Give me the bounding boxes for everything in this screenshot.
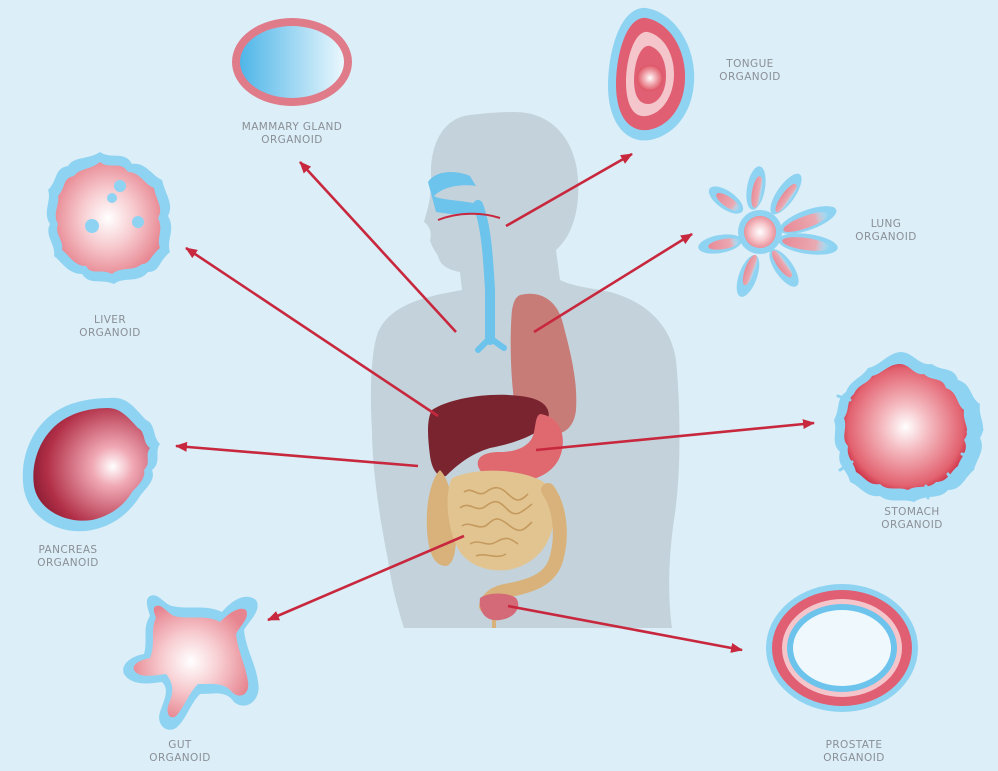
mammary-gland-label: MAMMARY GLAND ORGANOID — [212, 121, 372, 147]
mammary-label-line1: MAMMARY GLAND — [212, 121, 372, 134]
stomach-label-line1: STOMACH — [832, 506, 992, 519]
prostate-label-line2: ORGANOID — [774, 752, 934, 765]
pancreas-label: PANCREAS ORGANOID — [0, 544, 148, 570]
liver-organoid — [47, 152, 171, 284]
prostate-organoid — [766, 584, 918, 712]
liver-label-line2: ORGANOID — [30, 327, 190, 340]
gut-organoid — [123, 595, 258, 730]
gut-label: GUT ORGANOID — [100, 739, 260, 765]
pancreas-label-line2: ORGANOID — [0, 557, 148, 570]
gut-label-line1: GUT — [100, 739, 260, 752]
gut-label-line2: ORGANOID — [100, 752, 260, 765]
liver-label-line1: LIVER — [30, 314, 190, 327]
liver-label: LIVER ORGANOID — [30, 314, 190, 340]
lung-label-line2: ORGANOID — [806, 231, 966, 244]
tongue-label-line1: TONGUE — [670, 58, 830, 71]
mammary-gland-organoid — [232, 18, 352, 106]
mammary-label-line2: ORGANOID — [212, 134, 372, 147]
stomach-label: STOMACH ORGANOID — [832, 506, 992, 532]
pancreas-organoid — [23, 398, 160, 531]
tongue-label-line2: ORGANOID — [670, 71, 830, 84]
tongue-label: TONGUE ORGANOID — [670, 58, 830, 84]
lung-label-line1: LUNG — [806, 218, 966, 231]
pancreas-label-line1: PANCREAS — [0, 544, 148, 557]
prostate-label: PROSTATE ORGANOID — [774, 739, 934, 765]
stomach-organoid — [834, 352, 983, 502]
lung-label: LUNG ORGANOID — [806, 218, 966, 244]
prostate-label-line1: PROSTATE — [774, 739, 934, 752]
stomach-label-line2: ORGANOID — [832, 519, 992, 532]
